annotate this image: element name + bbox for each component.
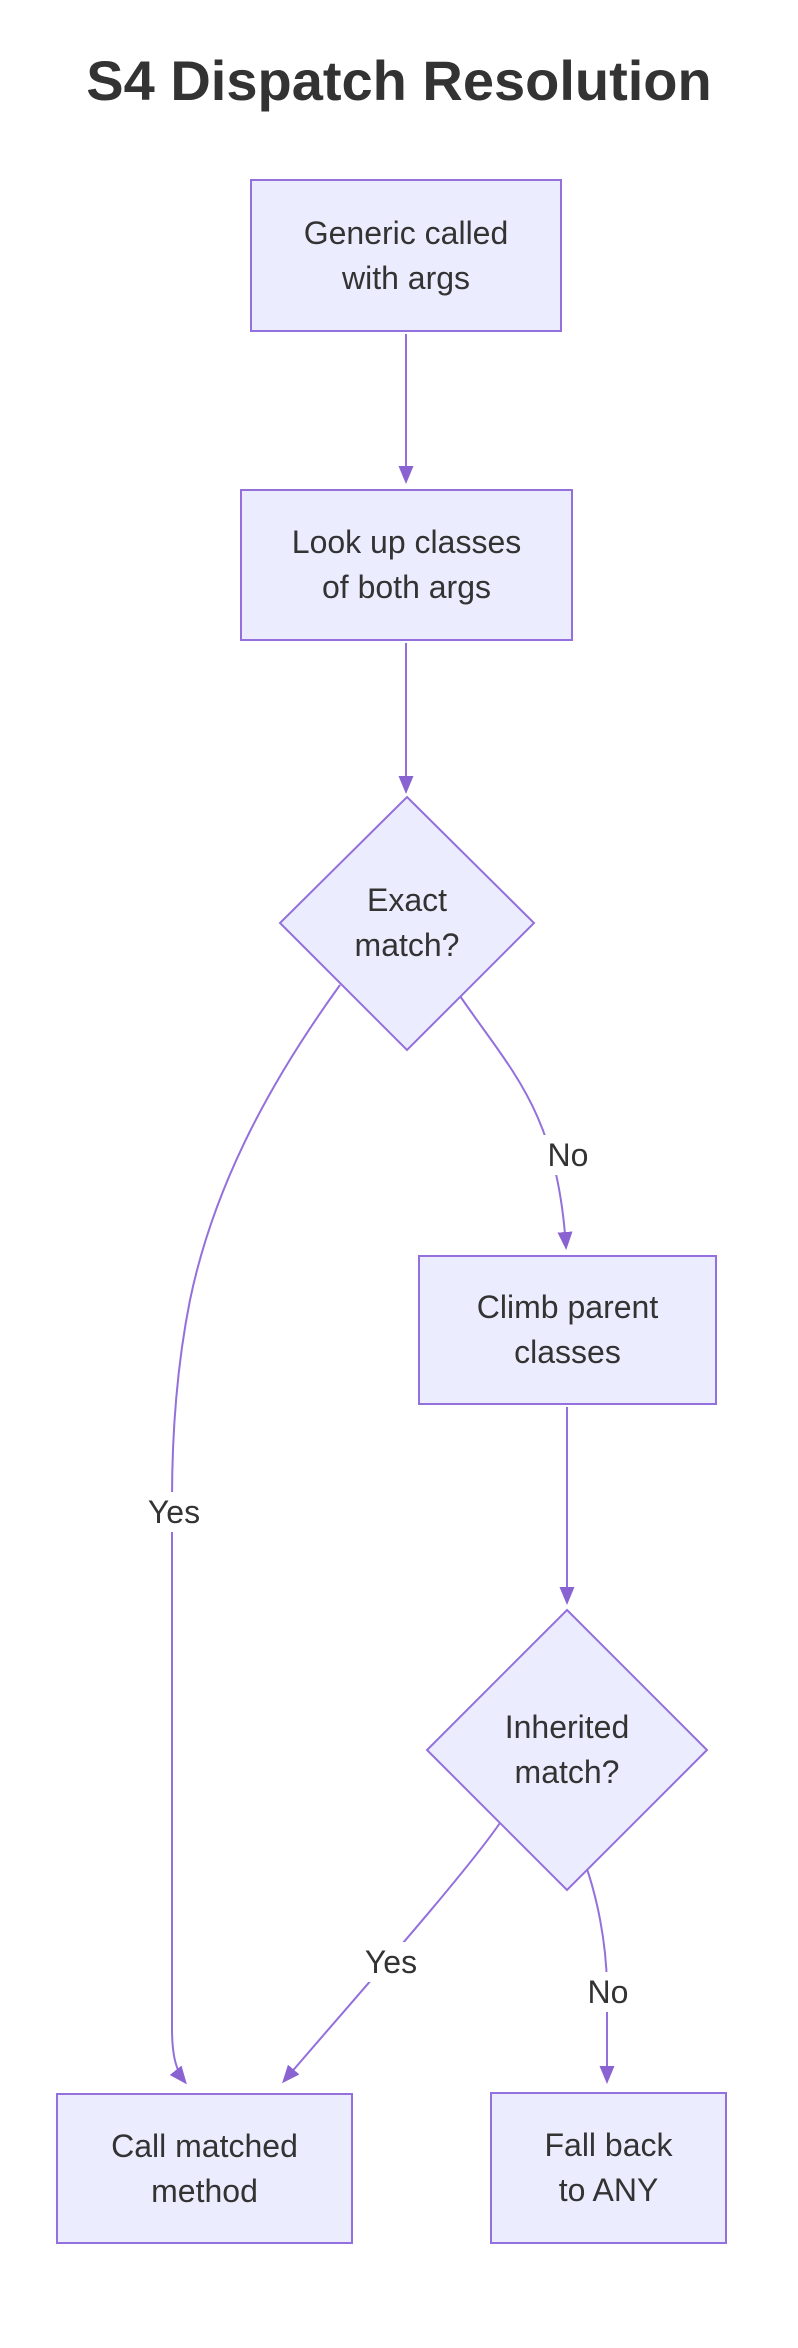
node-exact-match-label: Exact match?: [297, 868, 517, 978]
node-exact-match-line1: Exact: [366, 882, 448, 918]
node-fall-back-line1: Fall back: [544, 2127, 673, 2163]
node-generic-called: Generic called with args: [250, 179, 562, 332]
node-call-matched: Call matched method: [56, 2093, 353, 2244]
node-generic-called-line2: with args: [341, 259, 471, 296]
node-fall-back-line2: to ANY: [558, 2172, 659, 2208]
edge-exact-no-to-climb: [459, 995, 573, 1250]
node-climb-parent-line2: classes: [514, 1334, 621, 1370]
node-look-up-classes-line1: Look up classes: [291, 524, 522, 560]
node-call-matched-line1: Call matched: [111, 2127, 298, 2164]
edge-label-inherited-no: No: [579, 1972, 637, 2012]
node-climb-parent: Climb parent classes: [418, 1255, 717, 1405]
node-call-matched-line2: method: [151, 2172, 258, 2209]
diamond-inherited-match: [425, 1608, 709, 1892]
edge-exact-yes-to-call: [169, 984, 341, 2085]
node-look-up-classes-line2: of both args: [322, 569, 491, 605]
node-inherited-match-line1: Inherited: [504, 1709, 630, 1745]
diagram-title: S4 Dispatch Resolution: [86, 49, 712, 112]
node-look-up-classes: Look up classes of both args: [240, 489, 573, 641]
node-exact-match-line2: match?: [354, 927, 460, 963]
node-inherited-match-line2: match?: [514, 1754, 620, 1790]
edge-label-inherited-yes: Yes: [356, 1942, 426, 1982]
node-fall-back: Fall back to ANY: [490, 2092, 727, 2244]
diamond-exact-match: [278, 795, 536, 1052]
node-climb-parent-line1: Climb parent: [476, 1289, 659, 1325]
edge-label-exact-no: No: [539, 1135, 597, 1175]
node-inherited-match-label: Inherited match?: [457, 1695, 677, 1805]
node-generic-called-line1: Generic called: [303, 214, 509, 251]
edge-label-exact-yes: Yes: [139, 1492, 209, 1532]
